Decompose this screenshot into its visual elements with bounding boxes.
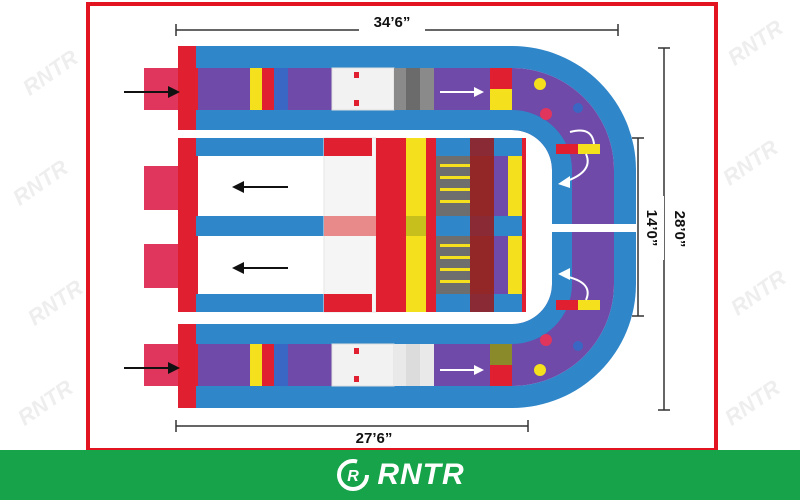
top-lane: [124, 46, 512, 130]
dimension-top: 34’6”: [175, 12, 619, 36]
exit-arrow-upper: [232, 181, 244, 193]
watermark-text: RNTR: [718, 134, 783, 191]
footer-brand-bar: R RNTR: [0, 450, 800, 500]
watermark-text: RNTR: [8, 154, 73, 211]
dimension-top-label: 34’6”: [374, 14, 411, 31]
obstacle-course-diagram: 34’6” 27’6” 28’0” 14’0”: [124, 12, 692, 447]
brand-logo-icon: R: [337, 459, 370, 491]
bottom-lane: [124, 324, 512, 408]
dimension-inner-gap: 14’0”: [632, 137, 664, 317]
top-curve: [512, 46, 636, 224]
entry-arrow-top: [168, 86, 180, 98]
watermark-text: RNTR: [13, 374, 78, 431]
dimension-bottom-label: 27’6”: [356, 430, 393, 447]
dimension-overall-width: 28’0”: [658, 47, 692, 411]
dimension-inner-gap-label: 14’0”: [643, 210, 660, 247]
watermark-text: RNTR: [726, 264, 791, 321]
brand-logo[interactable]: R RNTR: [335, 457, 464, 493]
svg-text:R: R: [348, 468, 360, 485]
top-lane-outer-wall: [196, 46, 512, 68]
watermark-text: RNTR: [723, 14, 788, 71]
entry-arrow-bottom: [168, 362, 180, 374]
diagram-frame: 34’6” 27’6” 28’0” 14’0”: [86, 2, 718, 452]
dimension-overall-width-label: 28’0”: [671, 211, 688, 248]
dimension-bottom: 27’6”: [175, 420, 529, 447]
watermark-text: RNTR: [18, 44, 83, 101]
entry-pad-top: [144, 68, 180, 110]
brand-name: RNTR: [377, 458, 465, 491]
watermark-text: RNTR: [720, 374, 785, 431]
watermark-text: RNTR: [23, 274, 88, 331]
middle-section: [144, 137, 526, 313]
entry-wall-top: [178, 46, 198, 130]
bottom-curve: [512, 232, 636, 408]
exit-arrow-lower: [232, 262, 244, 274]
top-lane-inner-wall: [196, 110, 512, 130]
